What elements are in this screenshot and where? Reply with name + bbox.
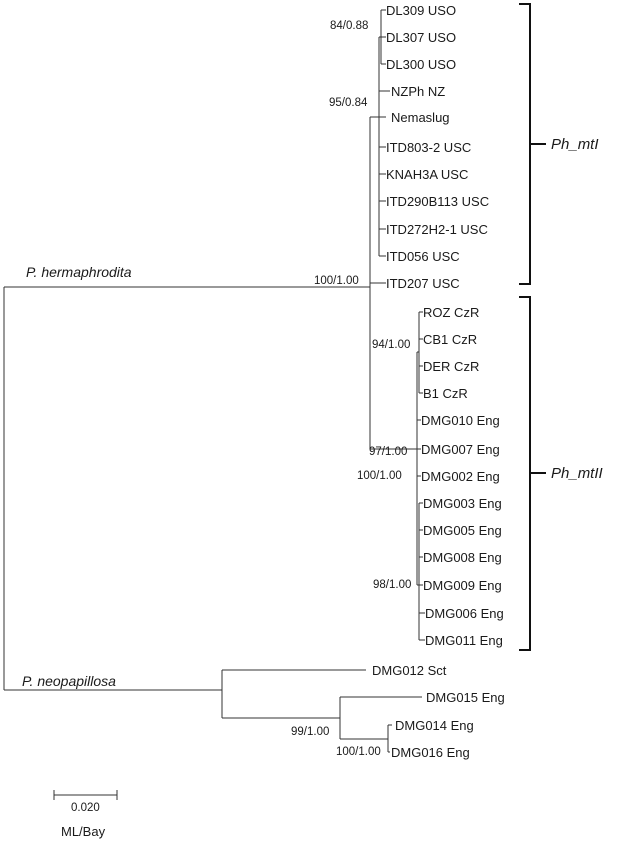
support-value: 99/1.00 xyxy=(291,726,329,738)
leaf-label: DMG015 Eng xyxy=(426,690,505,705)
leaf-label: DMG012 Sct xyxy=(372,663,447,678)
leaf-label: DMG014 Eng xyxy=(395,718,474,733)
leaf-label: DMG007 Eng xyxy=(421,442,500,457)
leaf-label: DL309 USO xyxy=(386,3,456,18)
support-value: 100/1.00 xyxy=(314,275,359,287)
leaf-label: ITD207 USC xyxy=(386,276,460,291)
scale-bar: 0.020 ML/Bay xyxy=(53,790,118,839)
clade-name-hermaphrodita: P. hermaphrodita xyxy=(26,264,132,280)
support-value: 84/0.88 xyxy=(330,20,368,32)
group-label-mtI: Ph_mtI xyxy=(551,136,599,153)
leaf-label: DL300 USO xyxy=(386,57,456,72)
tree-branches xyxy=(3,9,425,753)
leaf-label: ITD272H2-1 USC xyxy=(386,222,488,237)
leaf-label: NZPh NZ xyxy=(391,84,445,99)
leaf-label: DMG006 Eng xyxy=(425,606,504,621)
support-value: 95/0.84 xyxy=(329,97,368,109)
leaf-label: Nemaslug xyxy=(391,110,450,125)
scale-bar-value: 0.020 xyxy=(71,802,100,814)
support-value: 98/1.00 xyxy=(373,579,411,591)
group-brackets: Ph_mtI Ph_mtII xyxy=(519,3,603,651)
bracket-mtI xyxy=(519,3,531,285)
support-values: 84/0.88 95/0.84 100/1.00 94/1.00 97/1.00… xyxy=(291,20,411,758)
leaf-label: ROZ CzR xyxy=(423,305,479,320)
support-value: 97/1.00 xyxy=(369,446,407,458)
leaf-label: B1 CzR xyxy=(423,386,468,401)
leaf-label: DER CzR xyxy=(423,359,479,374)
bracket-mtII xyxy=(519,296,531,651)
leaf-label: DMG005 Eng xyxy=(423,523,502,538)
group-label-mtII: Ph_mtII xyxy=(551,465,603,482)
leaf-label: KNAH3A USC xyxy=(386,167,468,182)
leaf-label: DMG009 Eng xyxy=(423,578,502,593)
leaf-label: DMG008 Eng xyxy=(423,550,502,565)
leaf-label: DMG016 Eng xyxy=(391,745,470,760)
leaf-label: ITD803-2 USC xyxy=(386,140,471,155)
leaf-label: DMG003 Eng xyxy=(423,496,502,511)
leaf-label: DMG010 Eng xyxy=(421,413,500,428)
support-value: 94/1.00 xyxy=(372,339,410,351)
leaf-label: ITD056 USC xyxy=(386,249,460,264)
clade-name-neopapillosa: P. neopapillosa xyxy=(22,673,116,689)
leaf-label: CB1 CzR xyxy=(423,332,477,347)
leaf-label: ITD290B113 USC xyxy=(386,194,489,209)
leaf-label: DMG002 Eng xyxy=(421,469,500,484)
leaf-label: DL307 USO xyxy=(386,30,456,45)
leaf-label: DMG011 Eng xyxy=(425,633,503,648)
method-label: ML/Bay xyxy=(61,824,106,839)
support-value: 100/1.00 xyxy=(357,470,402,482)
leaf-labels: DL309 USO DL307 USO DL300 USO NZPh NZ Ne… xyxy=(372,3,505,760)
support-value: 100/1.00 xyxy=(336,746,381,758)
